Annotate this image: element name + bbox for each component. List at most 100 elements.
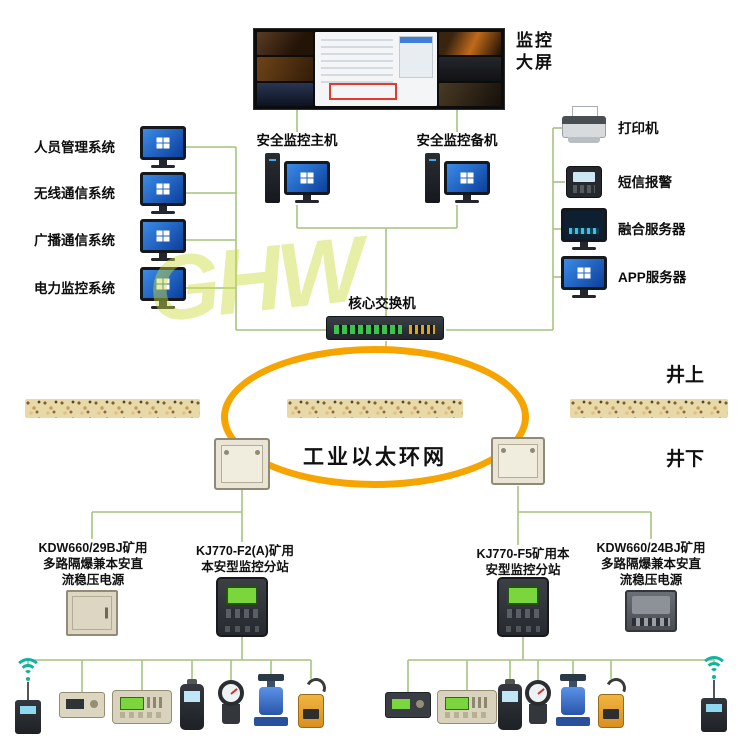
printer-tray (568, 137, 600, 143)
computer-tower-icon (424, 153, 440, 203)
power-supply-unit-icon (625, 590, 677, 632)
computer-tower-icon (264, 153, 280, 203)
monitor-base (151, 165, 175, 168)
monitor-stand (580, 242, 588, 247)
label-line: KDW660/24BJ矿用 (596, 541, 706, 555)
sensor-display (66, 699, 84, 709)
transceiver-screen (706, 704, 722, 712)
substation-cable-glands (506, 626, 540, 632)
camera-feed-cell (439, 82, 501, 106)
junction-box-left-icon (214, 438, 270, 490)
sensor-clip (505, 679, 515, 684)
monitoring-console-icon (112, 690, 172, 724)
monitor-stand (302, 195, 311, 200)
sensor-button (416, 700, 424, 708)
wifi-arc (14, 658, 42, 686)
sensor-display (392, 699, 410, 709)
system-label: 人员管理系统 (34, 139, 115, 155)
video-wall-label: 监控大屏 (516, 31, 554, 72)
gauge-dial (525, 680, 551, 706)
label-line: KJ770-F5矿用本 (476, 547, 570, 561)
bolt (530, 448, 535, 453)
tower-power-light (268, 159, 276, 161)
bolt (501, 448, 506, 453)
monitor-screen (561, 208, 607, 242)
sensor-screen (184, 691, 200, 702)
psu-terminals (632, 618, 670, 626)
device-label: APP服务器 (618, 269, 687, 285)
gauge-needle (537, 688, 545, 695)
video-wall-left-column (257, 32, 313, 106)
cable-sensor-icon (298, 675, 329, 728)
windows-logo-icon (577, 267, 591, 279)
monitor-stand (159, 253, 167, 258)
monitor-base (151, 211, 175, 214)
wifi-arc (705, 662, 723, 680)
gauge-body (222, 704, 240, 724)
console-screen (120, 697, 144, 710)
windows-logo-icon (156, 137, 170, 149)
video-wall-right-column (439, 32, 501, 106)
system-row-broadcast: 广播通信系统 (34, 219, 186, 261)
system-label: 电力监控系统 (34, 280, 115, 296)
sensor-screen (502, 691, 518, 702)
desktop-monitor-icon (140, 172, 186, 214)
red-annotation-box (329, 83, 397, 100)
tower-power-light (428, 159, 436, 161)
monitor-screen (283, 161, 330, 195)
windows-logo-icon (156, 278, 170, 290)
sms-device-body (566, 166, 602, 198)
gauge-sensor-icon (216, 680, 246, 730)
desktop-monitor-icon (561, 208, 607, 250)
monitor-screen (140, 172, 186, 206)
wifi-arc (700, 656, 728, 684)
monitor-screen (561, 256, 607, 290)
server-monitor-icon (560, 256, 608, 298)
device-row-fusion-server: 融合服务器 (560, 208, 686, 250)
label-line: 安型监控分站 (485, 563, 561, 577)
desktop-monitor-icon (283, 161, 330, 203)
desktop-monitor-icon (443, 161, 490, 203)
wifi-arc (710, 668, 718, 676)
desktop-monitor-icon (140, 267, 186, 309)
antenna-mast (27, 682, 29, 700)
monitor-screen (140, 219, 186, 253)
video-wall-software-screen (315, 32, 437, 106)
host-computer-icon (397, 153, 517, 203)
printer-lid (562, 116, 606, 124)
ground-strip-left (25, 399, 200, 418)
camera-feed-cell (439, 32, 501, 56)
device-label: 打印机 (618, 120, 659, 136)
label-line: KDW660/29BJ矿用 (38, 541, 148, 555)
valve-actuator-icon (254, 674, 288, 732)
sensor-button (90, 700, 98, 708)
monitor-screen (140, 126, 186, 160)
monitor-stand (159, 160, 167, 165)
monitor-base (294, 200, 319, 203)
power-supply-right-label: KDW660/24BJ矿用 多路隔爆兼本安直 流稳压电源 (585, 540, 717, 588)
wifi-dot (712, 675, 716, 679)
wifi-dot (26, 677, 30, 681)
cable-sensor-icon (598, 675, 629, 728)
bolt (255, 450, 260, 455)
substation-f2-label: KJ770-F2(A)矿用 本安型监控分站 (179, 543, 311, 575)
monitor-stand (159, 301, 167, 306)
flat-sensor-icon (385, 692, 431, 718)
transceiver-box (15, 700, 41, 734)
valve-flange (254, 717, 288, 726)
substation-keys (507, 609, 539, 618)
ring-label: 工业以太环网 (303, 446, 447, 469)
main-host-block: 安全监控主机 (237, 132, 357, 203)
wifi-arc (19, 664, 37, 682)
windows-logo-icon (156, 230, 170, 242)
flat-sensor-icon (59, 692, 105, 718)
ground-strip-middle (287, 399, 463, 418)
cabinet-handle (105, 607, 108, 619)
monitor-screen (140, 267, 186, 301)
antenna-mast (713, 680, 715, 698)
label-line: 本安型监控分站 (201, 560, 289, 574)
backup-host-block: 安全监控备机 (397, 132, 517, 203)
analytics-chart (569, 228, 599, 234)
